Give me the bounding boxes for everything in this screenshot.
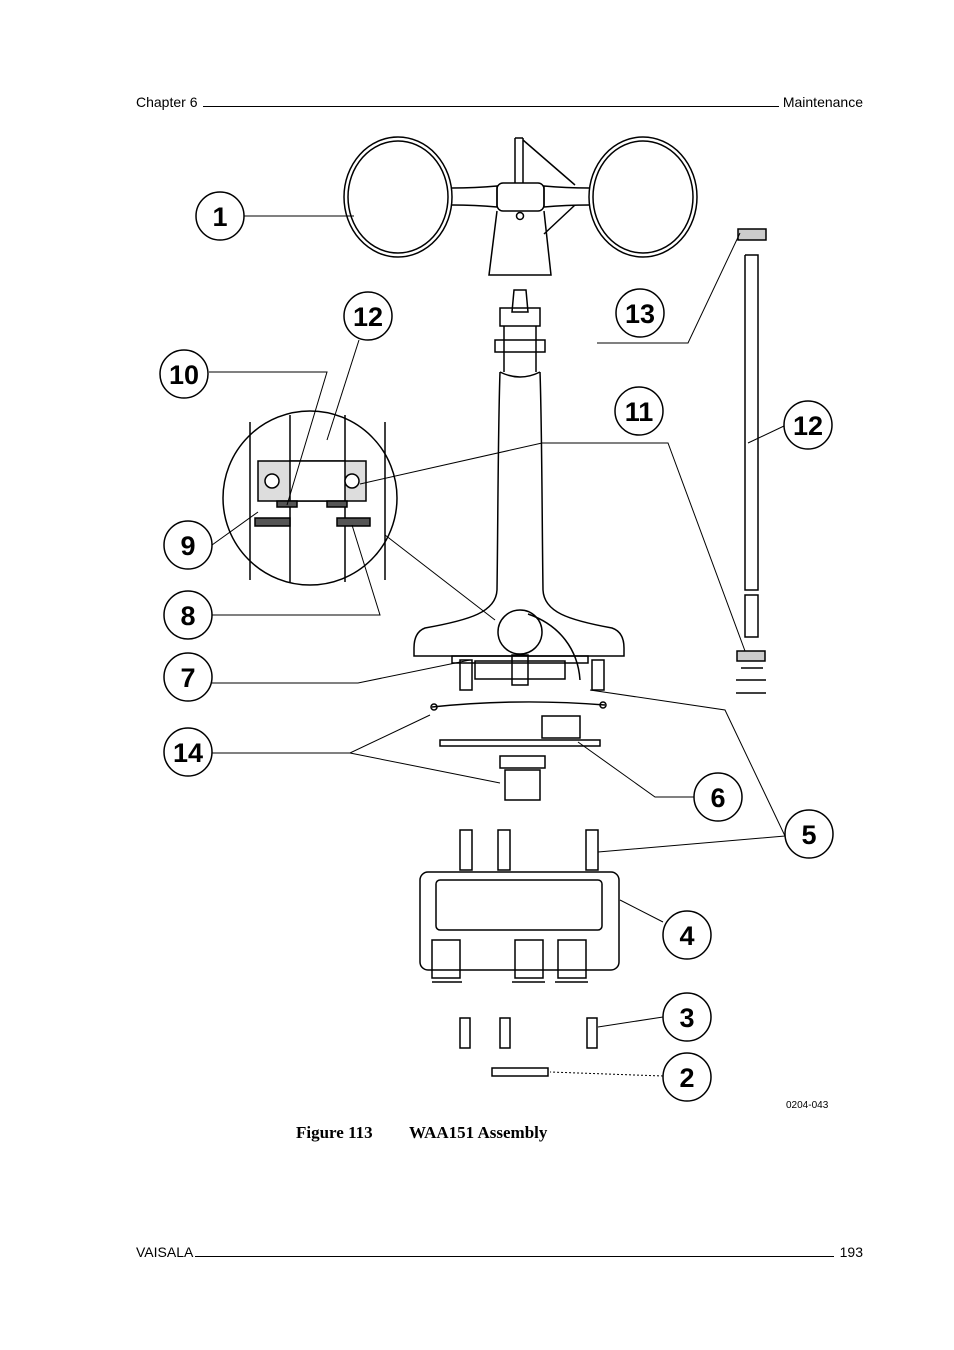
- callout-label: 11: [625, 397, 654, 427]
- callout-label: 7: [180, 663, 195, 693]
- callout-label: 12: [793, 411, 823, 441]
- callout-labels: 1 12 13 10 11 12 9 8 7 14 6 5 4 3 2: [169, 202, 823, 1093]
- leader-lines: [209, 215, 786, 1077]
- footer-rule: [195, 1256, 834, 1257]
- callout-label: 10: [169, 360, 199, 390]
- page-number: 193: [839, 1244, 863, 1260]
- callout-label: 6: [710, 783, 725, 813]
- callout-label: 1: [212, 202, 227, 232]
- callout-label: 9: [180, 531, 195, 561]
- callout-label: 3: [679, 1003, 694, 1033]
- header-rule: [203, 106, 779, 107]
- section-label: Maintenance: [782, 94, 863, 110]
- sensor-body-part: [413, 289, 625, 691]
- running-header: Chapter 6 Maintenance: [136, 90, 863, 110]
- figure-code: 0204-043: [786, 1100, 829, 1111]
- caption-number: Figure 113: [296, 1123, 373, 1142]
- callout-label: 8: [180, 601, 195, 631]
- callout-label: 14: [173, 738, 203, 768]
- callout-label: 2: [679, 1063, 694, 1093]
- callout-label: 5: [801, 820, 816, 850]
- figure-caption: Figure 113 WAA151 Assembly: [296, 1123, 547, 1143]
- chapter-label: Chapter 6: [136, 94, 198, 110]
- callout-circles: [159, 191, 834, 1102]
- cup-wheel-part: [343, 136, 698, 276]
- bearing-detail-view: [222, 410, 398, 586]
- shaft-part: [736, 228, 767, 694]
- callout-label: 12: [353, 302, 383, 332]
- callout-label: 13: [625, 299, 655, 329]
- company-label: VAISALA: [136, 1244, 194, 1260]
- caption-title: WAA151 Assembly: [409, 1123, 548, 1142]
- bottom-parts: [419, 701, 620, 1077]
- callout-label: 4: [679, 921, 694, 951]
- running-footer: VAISALA 193: [136, 1240, 863, 1260]
